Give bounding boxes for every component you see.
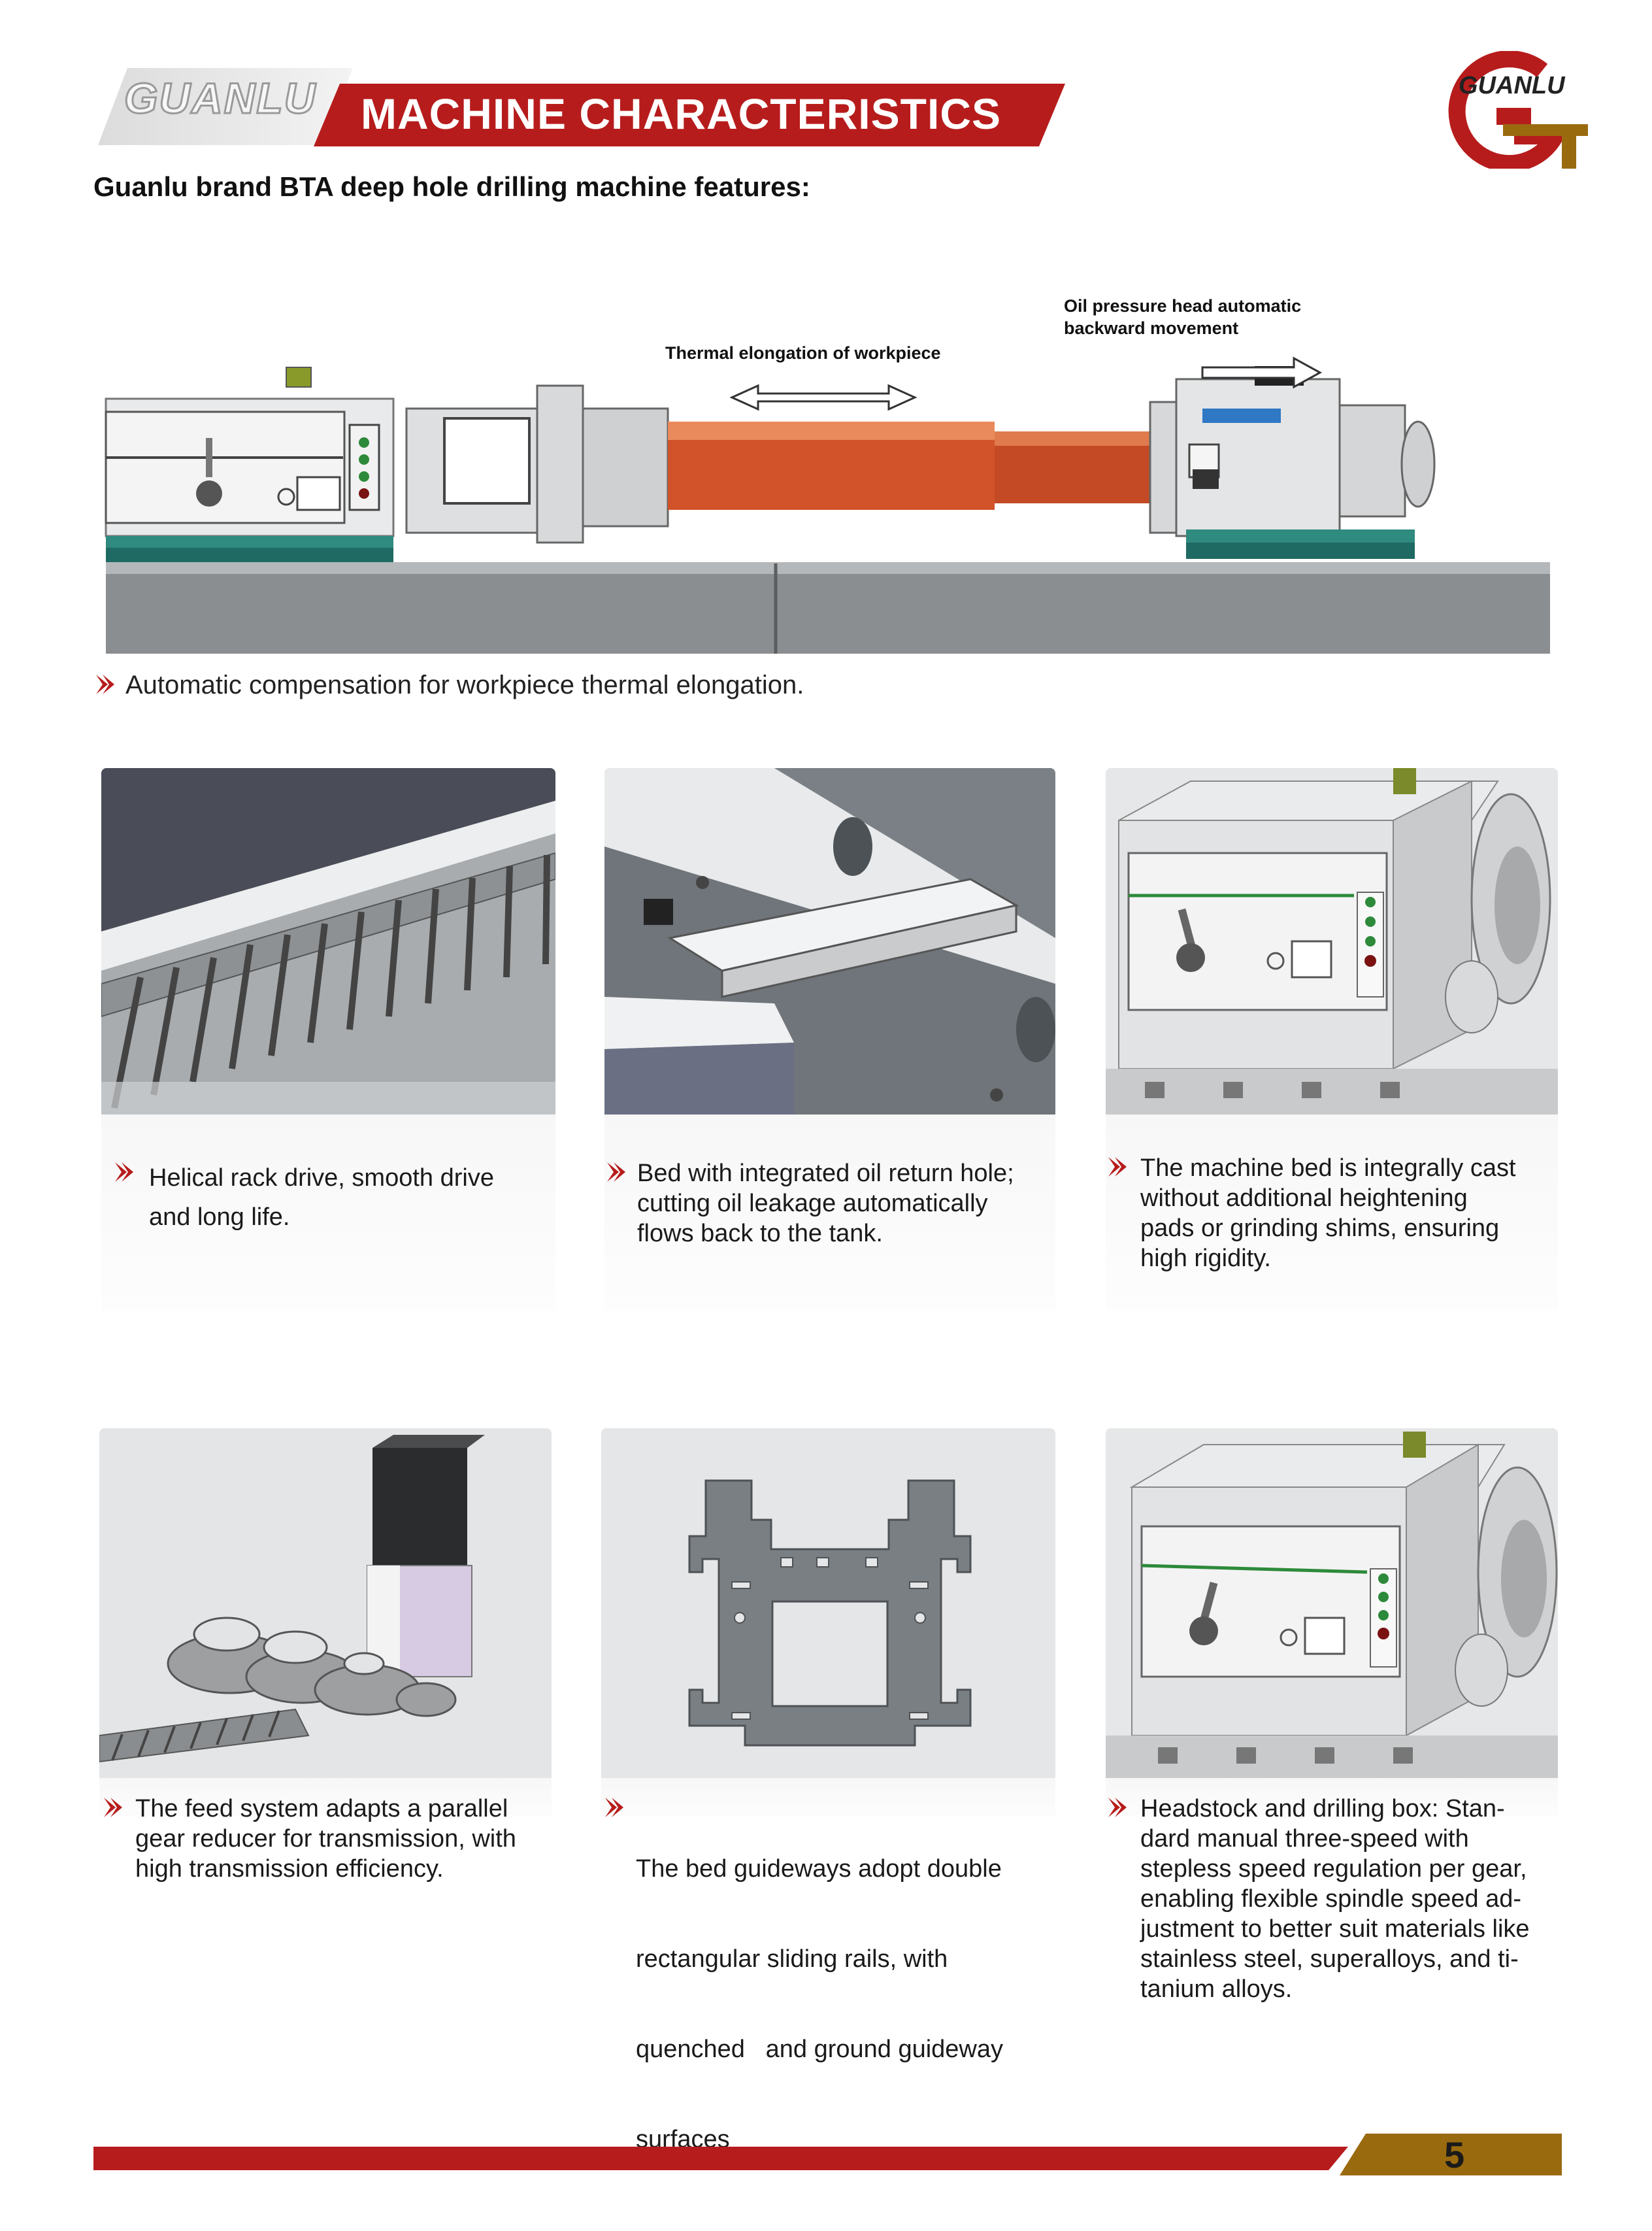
guanlu-logo-icon [1448, 51, 1588, 169]
card-5-caption-panel [601, 1778, 1055, 1817]
card-4-caption-panel [99, 1778, 552, 1817]
bullet-chevron-icon [1108, 1798, 1127, 1817]
bullet-chevron-icon [96, 675, 114, 694]
card-6-image [1106, 1428, 1558, 1778]
card-5-image [601, 1428, 1055, 1778]
card-4-caption: The feed system adapts a parallel gear r… [135, 1795, 516, 1883]
footer-red-bar [93, 2147, 1348, 2170]
bullet-chevron-icon [104, 1798, 122, 1817]
feature-thermal-compensation: Automatic compensation for workpiece the… [125, 671, 804, 699]
callout-thermal-elongation: Thermal elongation of workpiece [665, 343, 941, 363]
bullet-chevron-icon [115, 1162, 133, 1182]
page-number: 5 [1444, 2134, 1465, 2175]
header-gray-band [98, 68, 353, 145]
card-1-image [101, 768, 555, 1115]
page-subtitle: Guanlu brand BTA deep hole drilling mach… [93, 171, 810, 202]
header-brand-ghost: GUANLU [123, 73, 317, 124]
headstock-box-icon [1106, 1428, 1558, 1778]
card-6-caption: Headstock and drilling box: Stan- dard m… [1140, 1795, 1530, 2003]
card-3-caption-panel [1106, 1115, 1558, 1311]
card-3-image [1106, 768, 1558, 1115]
bed-oil-return-icon [604, 768, 1055, 1115]
gear-reducer-icon [99, 1428, 552, 1778]
bullet-chevron-icon [1108, 1157, 1127, 1177]
card-2-caption: Bed with integrated oil return hole; cut… [637, 1160, 1014, 1247]
header-red-band [314, 84, 1065, 146]
card-1-caption-panel [101, 1115, 555, 1311]
card-1-caption: Helical rack drive, smooth drive and lon… [149, 1164, 494, 1231]
bed-cross-section-icon [601, 1428, 1055, 1778]
page-title: MACHINE CHARACTERISTICS [361, 90, 1001, 138]
callout-oil-pressure-line1: Oil pressure head automatic [1064, 296, 1302, 316]
bullet-chevron-icon [607, 1162, 625, 1182]
footer-gold-tab [1340, 2134, 1562, 2175]
card-2-image [604, 768, 1055, 1115]
card-5-caption: The bed guideways adopt double rectangul… [636, 1855, 1004, 2153]
logo-text: GUANLU [1459, 72, 1565, 99]
bullet-chevron-icon [605, 1798, 623, 1817]
headstock-box-icon [1106, 768, 1558, 1115]
card-4-image [99, 1428, 552, 1778]
machine-overview-illustration [105, 356, 1550, 654]
helical-rack-icon [101, 768, 555, 1115]
card-3-caption: The machine bed is integrally cast witho… [1140, 1154, 1516, 1272]
card-2-caption-panel [604, 1115, 1055, 1311]
card-6-caption-panel [1106, 1778, 1558, 1817]
callout-oil-pressure-line2: backward movement [1064, 318, 1239, 338]
